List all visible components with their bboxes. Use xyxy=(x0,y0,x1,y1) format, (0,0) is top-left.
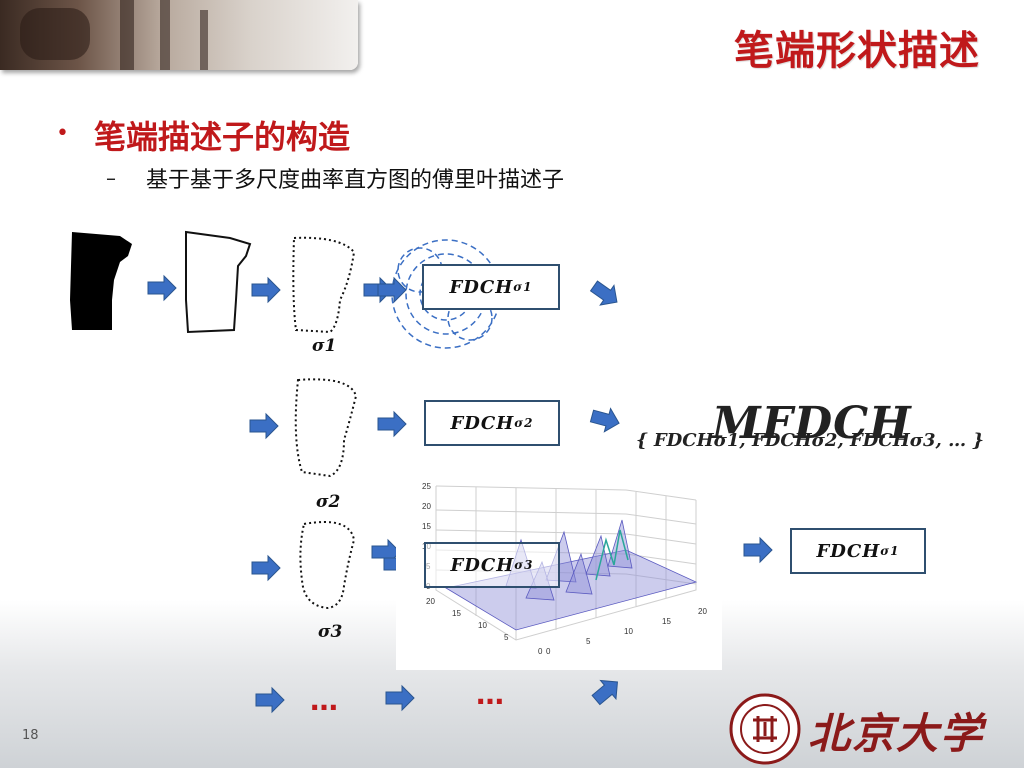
dotted-contour-2 xyxy=(294,378,358,478)
sigma-label-2: σ2 xyxy=(316,492,341,512)
bullet-heading: 笔端描述子的构造 xyxy=(94,118,351,156)
y-tick: 15 xyxy=(422,522,431,531)
ellipsis-left: … xyxy=(310,684,339,717)
z-tick: 20 xyxy=(698,607,707,616)
z-tick: 15 xyxy=(662,617,671,626)
x-tick: 15 xyxy=(452,609,461,618)
z-tick: 0 xyxy=(546,647,551,656)
z-tick: 10 xyxy=(624,627,633,636)
header-photo xyxy=(0,0,358,70)
page-number: 18 xyxy=(22,728,39,743)
university-seal-icon xyxy=(729,693,801,765)
mfdch-title: MFDCH xyxy=(712,398,912,449)
z-tick: 5 xyxy=(586,637,591,646)
x-tick: 5 xyxy=(504,633,509,642)
sub-bullet-dash: – xyxy=(106,166,116,190)
x-tick: 20 xyxy=(426,597,435,606)
set-item: FDCHσ3 xyxy=(850,430,936,451)
y-tick: 20 xyxy=(422,502,431,511)
sigma-label-1: σ1 xyxy=(312,336,337,356)
fdch-set-expression: { FDCHσ1, FDCHσ2, FDCHσ3, … } xyxy=(636,430,984,451)
dotted-contour-1 xyxy=(292,236,356,334)
bullet-dot: • xyxy=(56,121,69,146)
y-tick: 25 xyxy=(422,482,431,491)
filled-silhouette xyxy=(70,232,132,330)
x-tick: 10 xyxy=(478,621,487,630)
sigma-label-3: σ3 xyxy=(318,622,343,642)
x-tick: 0 xyxy=(538,647,543,656)
university-name: 北京大学 xyxy=(808,709,985,758)
set-item: FDCHσ1 xyxy=(653,430,740,451)
sub-bullet-text: 基于基于多尺度曲率直方图的傅里叶描述子 xyxy=(146,168,565,193)
set-item: FDCHσ2 xyxy=(751,430,838,451)
dotted-contour-3 xyxy=(299,521,356,610)
ellipsis-right: … xyxy=(476,678,505,711)
outline-contour xyxy=(185,230,252,334)
slide-title: 笔端形状描述 xyxy=(734,28,980,74)
